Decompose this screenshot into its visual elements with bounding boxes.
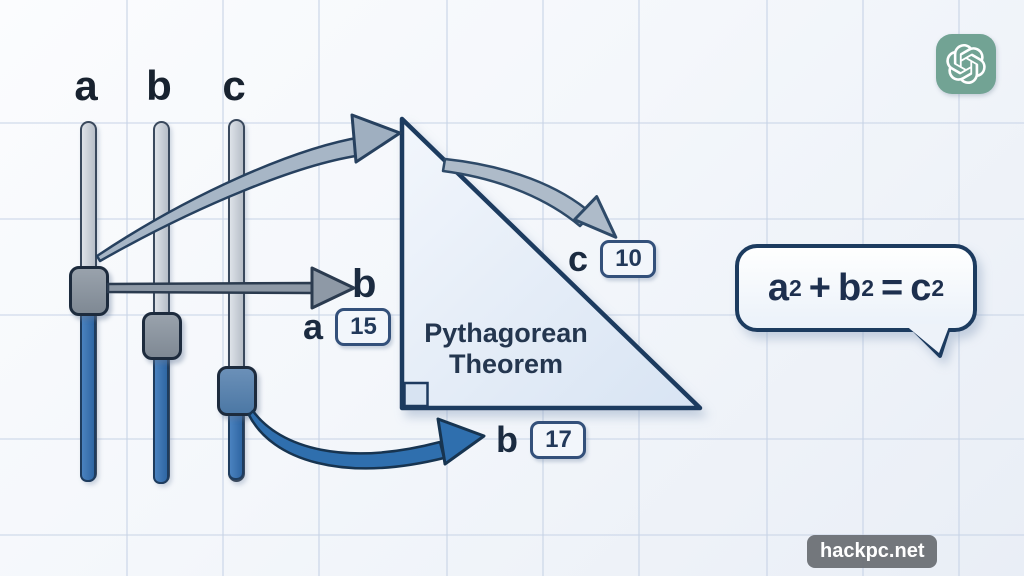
b-callout: b 17: [496, 419, 587, 461]
b-value-badge[interactable]: 17: [530, 421, 587, 459]
chatgpt-knot-icon: [946, 44, 986, 84]
watermark-badge: hackpc.net: [807, 535, 938, 568]
arrow-a-to-b-shaft: [106, 281, 314, 295]
arrow-a-to-b-head: [310, 266, 356, 310]
slider-c-handle[interactable]: [217, 366, 257, 416]
a-callout: a 15: [303, 306, 392, 348]
b-target-label: b: [352, 262, 377, 306]
right-angle-marker: [403, 381, 429, 408]
c-callout-letter: c: [568, 238, 589, 279]
slider-a-label: a: [74, 62, 98, 109]
c-value-badge[interactable]: 10: [600, 240, 657, 278]
arrow-c-to-b: [247, 409, 446, 470]
speech-bubble: [735, 244, 977, 358]
arrow-apex-to-c: [441, 157, 594, 228]
b-callout-letter: b: [496, 419, 518, 460]
right-triangle: [399, 116, 703, 411]
slider-c-label: c: [222, 62, 246, 109]
slider-b-label: b: [146, 62, 172, 109]
chatgpt-logo: [936, 34, 996, 94]
arrow-apex-to-c-head: [572, 195, 618, 239]
triangle-title: Pythagorean Theorem: [400, 318, 612, 381]
triangle-title-line2: Theorem: [448, 349, 564, 380]
triangle-title-line1: Pythagorean: [424, 318, 588, 348]
a-callout-letter: a: [303, 306, 324, 347]
arrow-c-to-b-head: [436, 417, 486, 466]
slider-b-handle[interactable]: [142, 312, 182, 360]
arrow-a-to-apex: [95, 135, 365, 263]
a-value-badge[interactable]: 15: [335, 308, 392, 346]
arrow-a-to-apex-head: [350, 113, 402, 164]
c-callout: c 10: [568, 238, 657, 280]
